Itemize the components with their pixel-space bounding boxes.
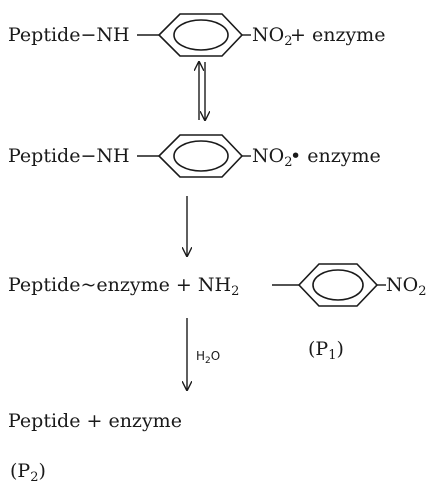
row3-left-label: Peptide~enzyme + NH2	[8, 274, 240, 299]
row2-right-label: • enzyme	[290, 145, 381, 167]
row4-label: Peptide + enzyme	[8, 410, 182, 432]
row2-left-label: Peptide−NH	[8, 145, 130, 167]
row1-left-label: Peptide−NH	[8, 24, 130, 46]
benzene-ring-3	[272, 263, 386, 307]
row2-nitro-group: NO2	[252, 145, 293, 170]
row3-nitro-group: NO2	[386, 274, 426, 299]
benzene-ring-2	[137, 134, 251, 178]
row1-nitro-group: NO2	[252, 24, 293, 49]
equilibrium-arrows	[199, 62, 205, 120]
product-p2-label: (P2)	[10, 460, 46, 485]
product-p1-label: (P1)	[308, 338, 344, 363]
row1-right-label: + enzyme	[290, 24, 386, 46]
benzene-ring-1	[137, 13, 251, 57]
reagent-water: H2O	[196, 349, 221, 366]
